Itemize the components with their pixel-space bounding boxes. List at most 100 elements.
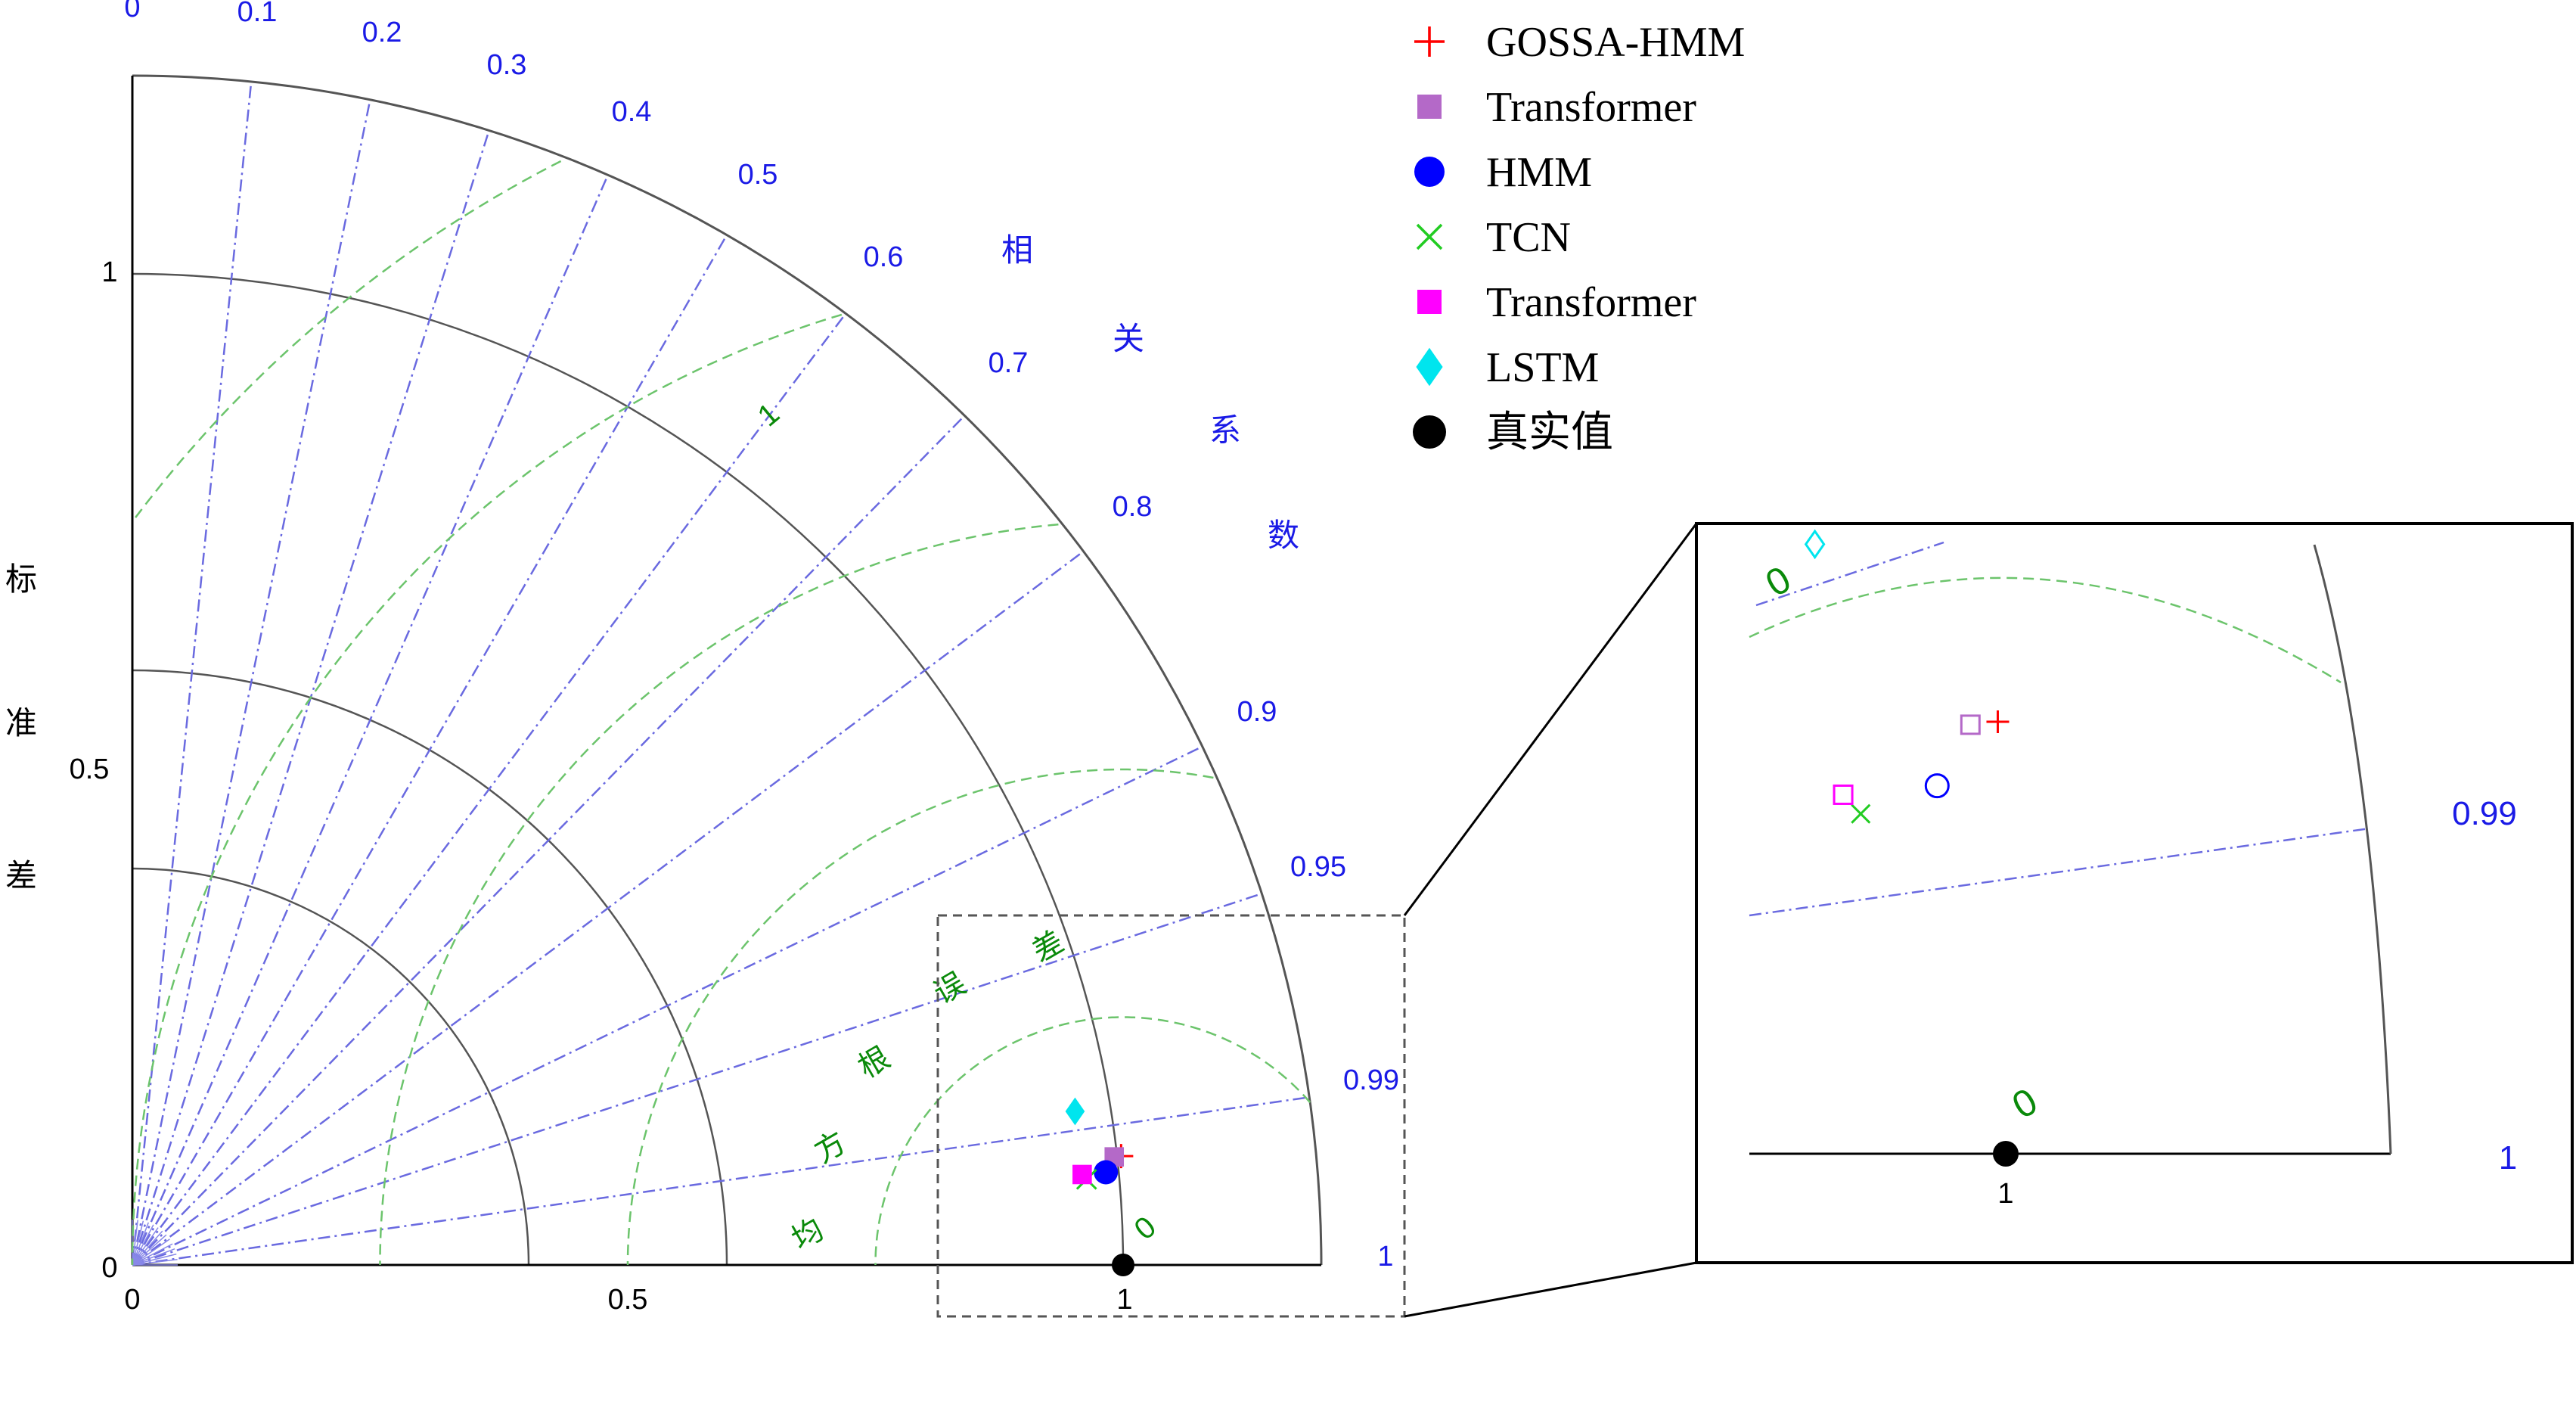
corr-tick-label: 0.8 (1113, 491, 1153, 523)
legend-marker-0 (1414, 26, 1445, 57)
marker-diamond-5 (1065, 1097, 1085, 1126)
rmsd-contour (379, 523, 1059, 1265)
legend-marker-4 (1417, 290, 1442, 314)
inset-corr-tick-1: 1 (2499, 1139, 2517, 1176)
corr-ray (132, 550, 1085, 1266)
rmsd-contour (131, 313, 843, 1265)
corr-tick-label: 0.6 (864, 241, 904, 273)
main-plot-markers (1065, 1097, 1134, 1276)
ylabel-char-1: 标 (5, 561, 37, 598)
legend-label-0: GOSSA-HMM (1486, 19, 1745, 66)
corr-tick-label: 0.5 (738, 159, 778, 191)
legend-label-2: HMM (1486, 149, 1592, 196)
inset-marker-square-4 (1833, 784, 1854, 805)
corr-label-char-1: 相 (1001, 232, 1033, 269)
std-arc (132, 669, 728, 1266)
ylabel-char-3: 差 (5, 857, 37, 894)
legend: GOSSA-HMMTransformerHMMTCNTransformerLST… (1413, 19, 1745, 456)
corr-ray-fine (132, 1248, 175, 1266)
legend-marker-6 (1413, 415, 1446, 449)
zoom-connector-top (1403, 523, 1698, 916)
corr-tick-label: 0.1 (237, 0, 278, 28)
rmsd-contour (133, 160, 562, 521)
corr-ray-fine (132, 1234, 167, 1266)
std-arc (132, 867, 530, 1266)
inset-frame (1695, 522, 2574, 1264)
inset-corr-ray-099 (1749, 827, 2370, 917)
rmsd-label-1: 1 (752, 397, 786, 434)
corr-tick-label: 0.99 (1343, 1064, 1399, 1096)
inset-markers (1804, 529, 2019, 1167)
legend-label-1: Transformer (1486, 84, 1696, 131)
inset-marker-dot-6 (1993, 1141, 2019, 1167)
inset-rmsd-arc (1749, 576, 2342, 684)
rmsd-label-char-3: 根 (852, 1040, 896, 1086)
corr-ray (131, 174, 609, 1266)
ylabel-char-2: 准 (5, 704, 37, 741)
inset-marker-circle-2 (1924, 773, 1950, 799)
corr-ray-fine (132, 1224, 154, 1266)
inset-std-tick-1: 1 (1997, 1178, 2013, 1210)
legend-label-5: LSTM (1486, 344, 1599, 391)
std-tick-y-1: 1 (101, 256, 117, 288)
main-rmsd-contours (131, 160, 1311, 1265)
legend-label-4: Transformer (1486, 279, 1696, 326)
corr-ray-fine (132, 1259, 178, 1266)
corr-label-char-3: 系 (1209, 412, 1241, 449)
marker-dot-6 (1112, 1254, 1134, 1276)
corr-ray-fine (132, 1243, 173, 1266)
rmsd-label-char-1: 均 (786, 1212, 830, 1257)
std-arc (132, 272, 1125, 1266)
corr-ray (131, 99, 371, 1266)
corr-ray-fine (132, 1253, 177, 1266)
std-tick-x-0: 0 (124, 1284, 140, 1316)
corr-tick-label: 0 (124, 0, 140, 23)
corr-label-char-2: 关 (1113, 320, 1144, 357)
legend-marker-1 (1417, 95, 1442, 119)
corr-ray-fine (132, 1238, 170, 1266)
corr-ray (132, 1096, 1310, 1266)
corr-tick-label: 0.95 (1290, 851, 1346, 883)
inset-corr-tick-099: 0.99 (2452, 795, 2517, 832)
corr-ray-fine (132, 1227, 159, 1266)
marker-square-4 (1072, 1164, 1092, 1185)
inset-marker-x-3 (1851, 803, 1871, 824)
corr-ray-fine (132, 1222, 149, 1266)
std-tick-y-0: 0 (101, 1252, 117, 1284)
std-arc (132, 74, 1323, 1266)
corr-tick-labels: 0 0.1 0.2 0.3 0.4 0.5 0.6 0.7 0.8 0.9 0.95 0.99 1 (124, 0, 1399, 1273)
legend-marker-5 (1416, 347, 1443, 387)
corr-tick-label: 0.4 (612, 96, 652, 128)
legend-marker-2 (1414, 157, 1445, 187)
legend-marker-3 (1416, 223, 1443, 250)
corr-ray (131, 81, 253, 1266)
zoom-region-box (936, 914, 1406, 1318)
corr-ray (132, 745, 1203, 1266)
inset-corr-ray-095 (1755, 541, 1944, 607)
corr-ray (132, 415, 966, 1266)
corr-tick-label: 0.9 (1237, 696, 1277, 728)
corr-tick-label: 0.3 (487, 49, 527, 81)
corr-ray (132, 892, 1262, 1266)
std-tick-x-1: 1 (1116, 1284, 1132, 1316)
legend-label-6: 真实值 (1486, 409, 1613, 456)
zoom-connector-bottom (1404, 1261, 1697, 1318)
inset-marker-diamond-5 (1804, 529, 1826, 560)
rmsd-label-char-4: 误 (928, 966, 972, 1012)
std-tick-y-05: 0.5 (70, 754, 110, 785)
rmsd-label-0: 0 (1128, 1210, 1162, 1247)
rmsd-contour (874, 1016, 1311, 1265)
corr-ray-fine (132, 1230, 163, 1266)
inset-marker-plus-0 (1986, 710, 2010, 733)
inset-outer-arc (2313, 544, 2392, 1155)
corr-tick-label: 0.7 (989, 347, 1029, 379)
corr-ray-fine (132, 1220, 144, 1266)
corr-ray-fine (132, 1220, 138, 1266)
legend-label-3: TCN (1486, 214, 1571, 261)
main-plot-grid (131, 74, 1323, 1266)
rmsd-contour (626, 768, 1214, 1265)
corr-tick-label: 0.2 (362, 17, 402, 48)
corr-ray (131, 312, 847, 1266)
inset-grid (1749, 541, 2392, 1155)
